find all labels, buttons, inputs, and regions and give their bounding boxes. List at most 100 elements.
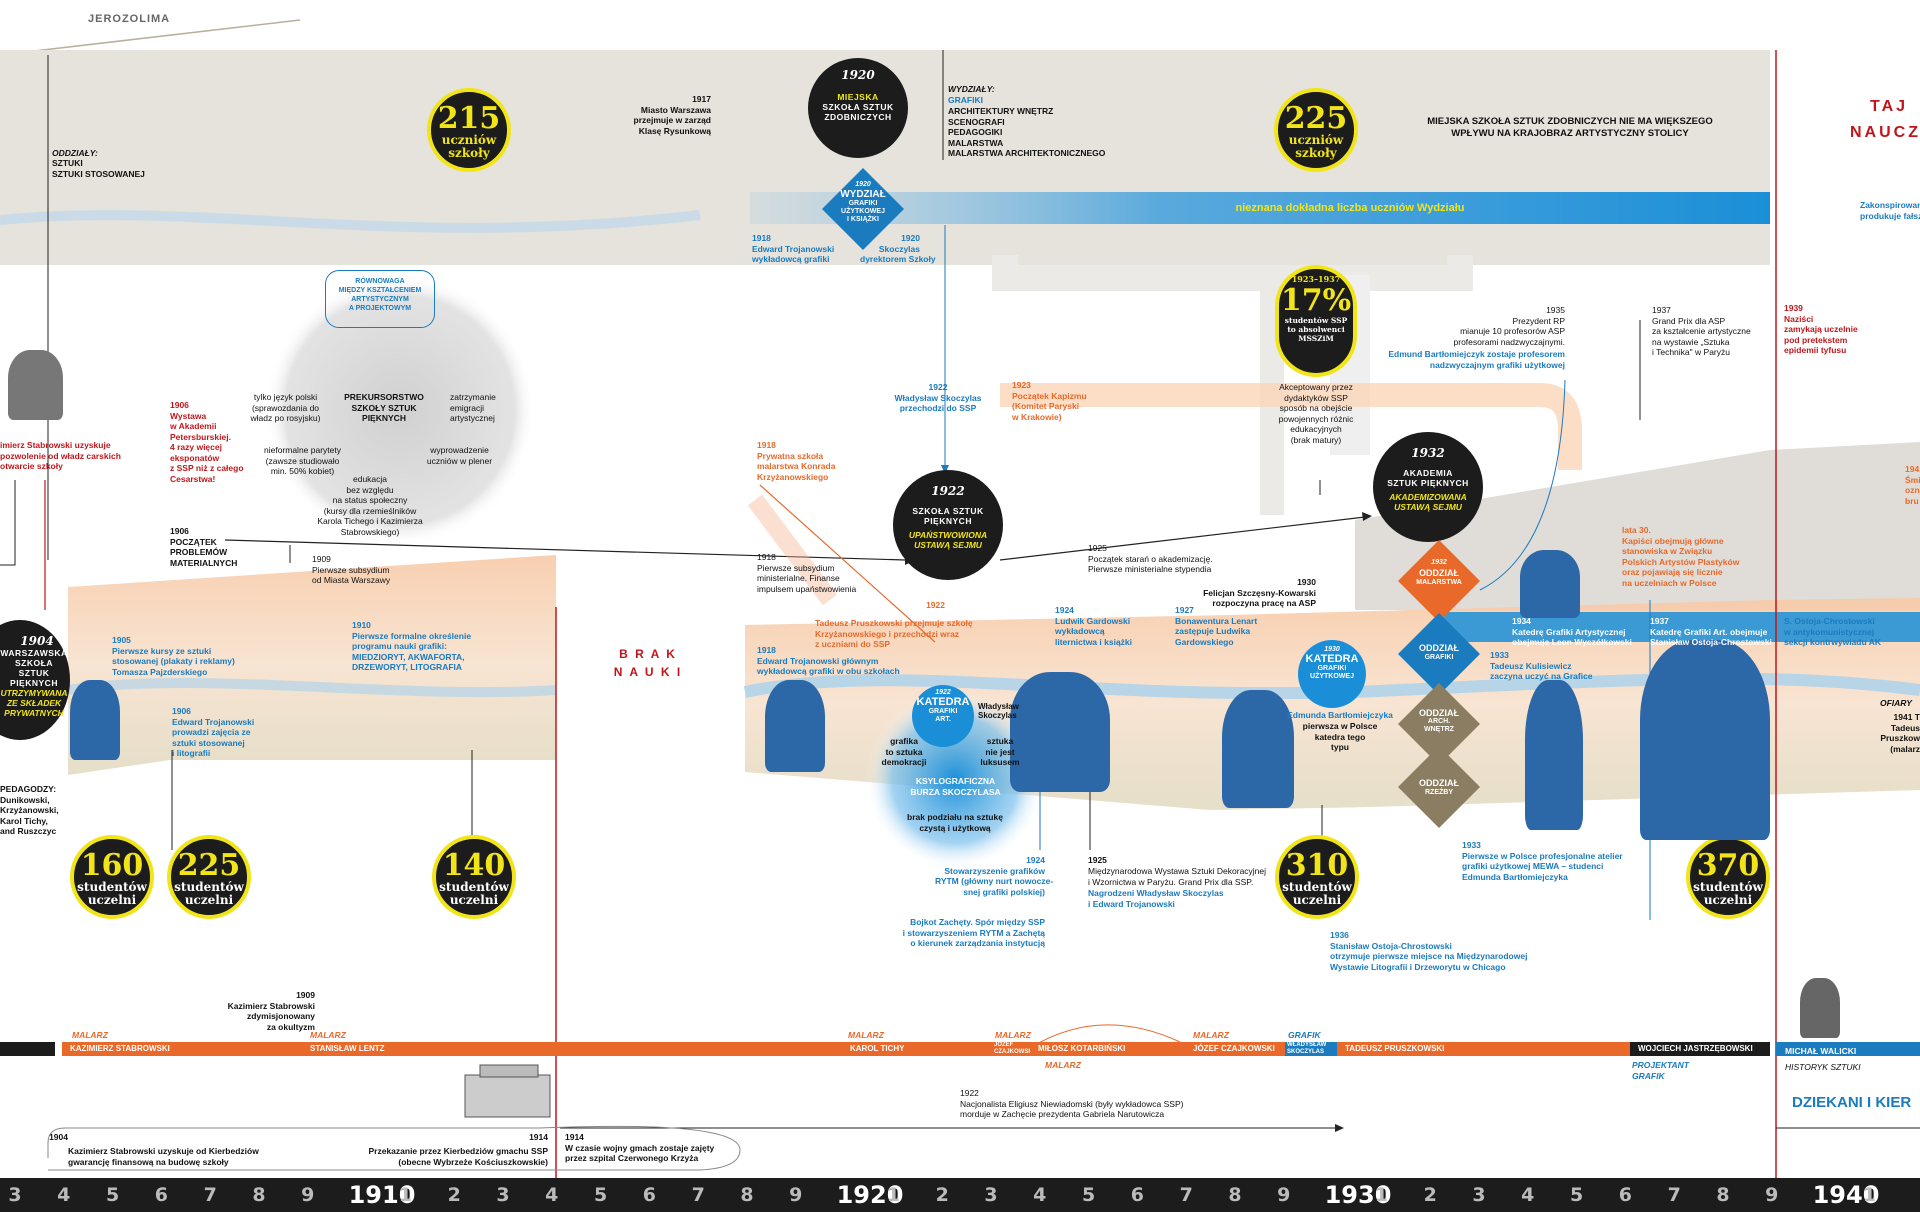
axis-year-tick: 9: [1757, 1178, 1787, 1212]
paryz-note: Międzynarodowa Wystawa Sztuki Dekoracyjn…: [1088, 866, 1266, 887]
dean-role-stabrowski: MALARZ: [72, 1030, 108, 1041]
subsydium-1909: 1909 Pierwsze subsydium od Miasta Warsza…: [312, 554, 390, 586]
right-naucz: NAUCZ: [1850, 124, 1920, 142]
wydzial-label: 1920 WYDZIAŁ GRAFIKI UŻYTKOWEJ I KSIĄŻKI: [828, 180, 898, 224]
portrait-skoczylas: [1010, 672, 1110, 792]
bartlomiejczyk-note: pierwsza w Polsce katedra tego typu: [1285, 721, 1395, 753]
kulisiewicz-note: 1933 Tadeusz Kulisiewicz zaczyna uczyć n…: [1490, 650, 1593, 682]
portrait-wyczolkowski: [1520, 550, 1580, 618]
portrait-bartlomiejczyk: [1222, 690, 1294, 808]
wydzialy-list: ARCHITEKTURY WNĘTRZ SCENOGRAFI PEDAGOGIK…: [948, 106, 1105, 159]
axis-year-tick: 8: [244, 1178, 274, 1212]
axis-year-tick: 3: [488, 1178, 518, 1212]
dean-role-czajkowski-2: MALARZ: [1193, 1030, 1229, 1041]
dean-role-tichy: MALARZ: [848, 1030, 884, 1041]
bracket-1904-year: 1904: [40, 1132, 68, 1143]
prezydent-note: 1935 Prezydent RP mianuje 10 profesorów …: [1405, 305, 1565, 347]
skoczylas-1922-note: 1922 Władysław Skoczylas przechodzi do S…: [868, 382, 1008, 414]
dean-bar-jastrzebowski: WOJCIECH JASTRZĘBOWSKI: [1630, 1042, 1776, 1056]
prywatna-szkola: 1918 Prywatna szkoła malarstwa Konrada K…: [757, 440, 835, 482]
lenart-note: 1927 Bonawentura Lenart zastępuje Ludwik…: [1175, 605, 1257, 647]
axis-year-tick: 5: [1562, 1178, 1592, 1212]
mewa-note: 1933 Pierwsze w Polsce profesjonalne ate…: [1462, 840, 1623, 882]
pedagodzy: PEDAGODZY: Dunikowski, Krzyżanowski, Kar…: [0, 784, 59, 837]
stat-circle-225: 225studentów uczelni: [167, 835, 251, 919]
axis-year-tick: 6: [1610, 1178, 1640, 1212]
stabrowski-portrait: [8, 350, 63, 420]
axis-year-tick: 4: [1025, 1178, 1055, 1212]
axis-year-tick: 8: [732, 1178, 762, 1212]
axis-year-tick: 1: [390, 1178, 420, 1212]
axis-year-tick: 7: [195, 1178, 225, 1212]
dean-bar-skoczylas: WŁADYSŁAW SKOCZYLAS: [1285, 1042, 1337, 1056]
lata-30-note: lata 30. Kapiści obejmują główne stanowi…: [1622, 525, 1739, 588]
axis-year-tick: 8: [1220, 1178, 1250, 1212]
stabrowski-1909: 1909 Kazimierz Stabrowski zdymisjonowany…: [195, 990, 315, 1032]
paryz-year: 1925: [1088, 855, 1107, 866]
walicki-portrait: [1800, 978, 1840, 1038]
wydzialy-title: WYDZIAŁY:: [948, 84, 995, 95]
axis-year-tick: 3: [976, 1178, 1006, 1212]
stat-circle-17: 1923–1937 17% studentów SSP to absolwenc…: [1275, 265, 1357, 377]
portrait-left-blue: [70, 680, 120, 760]
axis-year-tick: 3: [1464, 1178, 1494, 1212]
dean-bar-lentz: STANISŁAW LENTZ: [302, 1042, 842, 1056]
dean-role-czajkowski-1: MALARZ: [995, 1030, 1031, 1041]
brak-nauki: B R A K N A U K I: [598, 645, 698, 681]
dean-role-skoczylas: GRAFIK: [1288, 1030, 1321, 1041]
stabrowski-permit: imierz Stabrowski uzyskuje pozwolenie od…: [0, 440, 121, 472]
msszz-circle: 1920 MIEJSKA SZKOŁA SZTUK ZDOBNICZYCH: [808, 58, 908, 158]
axis-year-tick: 2: [1415, 1178, 1445, 1212]
ofiary-items: 1941 T Tadeus Pruszkow (malarz: [1860, 712, 1920, 754]
axis-year-tick: 1: [878, 1178, 908, 1212]
pruszkowski-year: 1922: [905, 600, 945, 611]
axis-year-tick: 6: [146, 1178, 176, 1212]
axis-year-tick: 5: [98, 1178, 128, 1212]
axis-year-tick: 2: [439, 1178, 469, 1212]
trojanowski-1918-note: 1918 Edward Trojanowski wykładowcą grafi…: [752, 233, 834, 265]
wydzialy-first: GRAFIKI: [948, 95, 983, 106]
msszz-no-influence: MIEJSKA SZKOŁA SZTUK ZDOBNICZYCH NIE MA …: [1400, 116, 1740, 140]
szczesny-note: 1930 Felicjan Szczęsny-Kowarski rozpoczy…: [1190, 577, 1316, 609]
bubble-bottom: edukacja bez względu na status społeczny…: [315, 474, 425, 537]
deans-section-title: DZIEKANI I KIER: [1792, 1094, 1911, 1112]
sztuka-nie-luksus: sztuka nie jest luksusem: [972, 736, 1028, 768]
axis-year-tick: 5: [586, 1178, 616, 1212]
poczatek-problemow: 1906 POCZĄTEK PROBLEMÓW MATERIALNYCH: [170, 526, 237, 568]
skoczylas-label: Władysław Skoczylas: [978, 702, 1019, 720]
ssp-1922-circle: 1922 SZKOŁA SZTUK PIĘKNYCH UPAŃSTWOWIONA…: [893, 470, 1003, 580]
ostoja-1937-note: 1937 Katedrę Grafiki Art. obejmuje Stani…: [1650, 616, 1772, 648]
dean-bar-tichy: KAROL TICHY: [842, 1042, 992, 1056]
rytm-note: 1924 Stowarzyszenie grafików RYTM (główn…: [935, 855, 1045, 897]
burza-title: KSYLOGRAFICZNA BURZA SKOCZYLASA: [898, 776, 1013, 797]
skoczylas-1920-note: 1920 Skoczylas dyrektorem Szkoły: [860, 233, 920, 265]
grafika-demokracji: grafika to sztuka demokracji: [876, 736, 932, 768]
subsydium-1918: 1918 Pierwsze subsydium ministerialne. F…: [757, 552, 856, 594]
bubble-top: RÓWNOWAGA MIĘDZY KSZTAŁCENIEM ARTYSTYCZN…: [325, 270, 435, 328]
staran-note: 1925 Początek starań o akademizację. Pie…: [1088, 543, 1213, 575]
dean-bar-kotarbinski: MIŁOSZ KOTARBIŃSKI: [1030, 1042, 1185, 1056]
axis-year-tick: 2: [927, 1178, 957, 1212]
axis-year-tick: 7: [683, 1178, 713, 1212]
bubble-center: PREKURSORSTWO SZKOŁY SZTUK PIĘKNYCH: [334, 392, 434, 424]
stat-circle-215: 215uczniów szkoły: [427, 88, 511, 172]
bojkot-note: Bojkot Zachęty. Spór między SSP i stowar…: [880, 917, 1045, 949]
axis-year-tick: 8: [1708, 1178, 1738, 1212]
wystawa-1906: 1906 Wystawa w Akademii Petersburskiej. …: [170, 400, 244, 484]
eligiusz-note: 1922 Nacjonalista Eligiusz Niewiadomski …: [960, 1088, 1183, 1120]
program-1910: 1910 Pierwsze formalne określenie progra…: [352, 620, 471, 673]
oddzialy-items: SZTUKI SZTUKI STOSOWANEJ: [52, 158, 145, 179]
bubble-r1: zatrzymanie emigracji artystycznej: [450, 392, 496, 424]
kapizm-note: 1923 Początek Kapizmu (Komitet Paryski w…: [1012, 380, 1087, 422]
bartlomiejczyk-name: Edmunda Bartłomiejczyka: [1285, 710, 1395, 721]
dean-bar-czajkowski-1: JÓZEF CZAJKOWSKI: [992, 1042, 1030, 1056]
axis-year-tick: 3: [0, 1178, 30, 1212]
bracket-1914-year: 1914: [520, 1132, 548, 1143]
axis-year-tick: 9: [781, 1178, 811, 1212]
trojanowski-1906: 1906 Edward Trojanowski prowadzi zajęcia…: [172, 706, 254, 759]
trojanowski-1918-main: 1918 Edward Trojanowski głównym wykładow…: [757, 645, 900, 677]
ofiary-title: OFIARY: [1880, 698, 1912, 709]
axis-year-tick: 4: [49, 1178, 79, 1212]
